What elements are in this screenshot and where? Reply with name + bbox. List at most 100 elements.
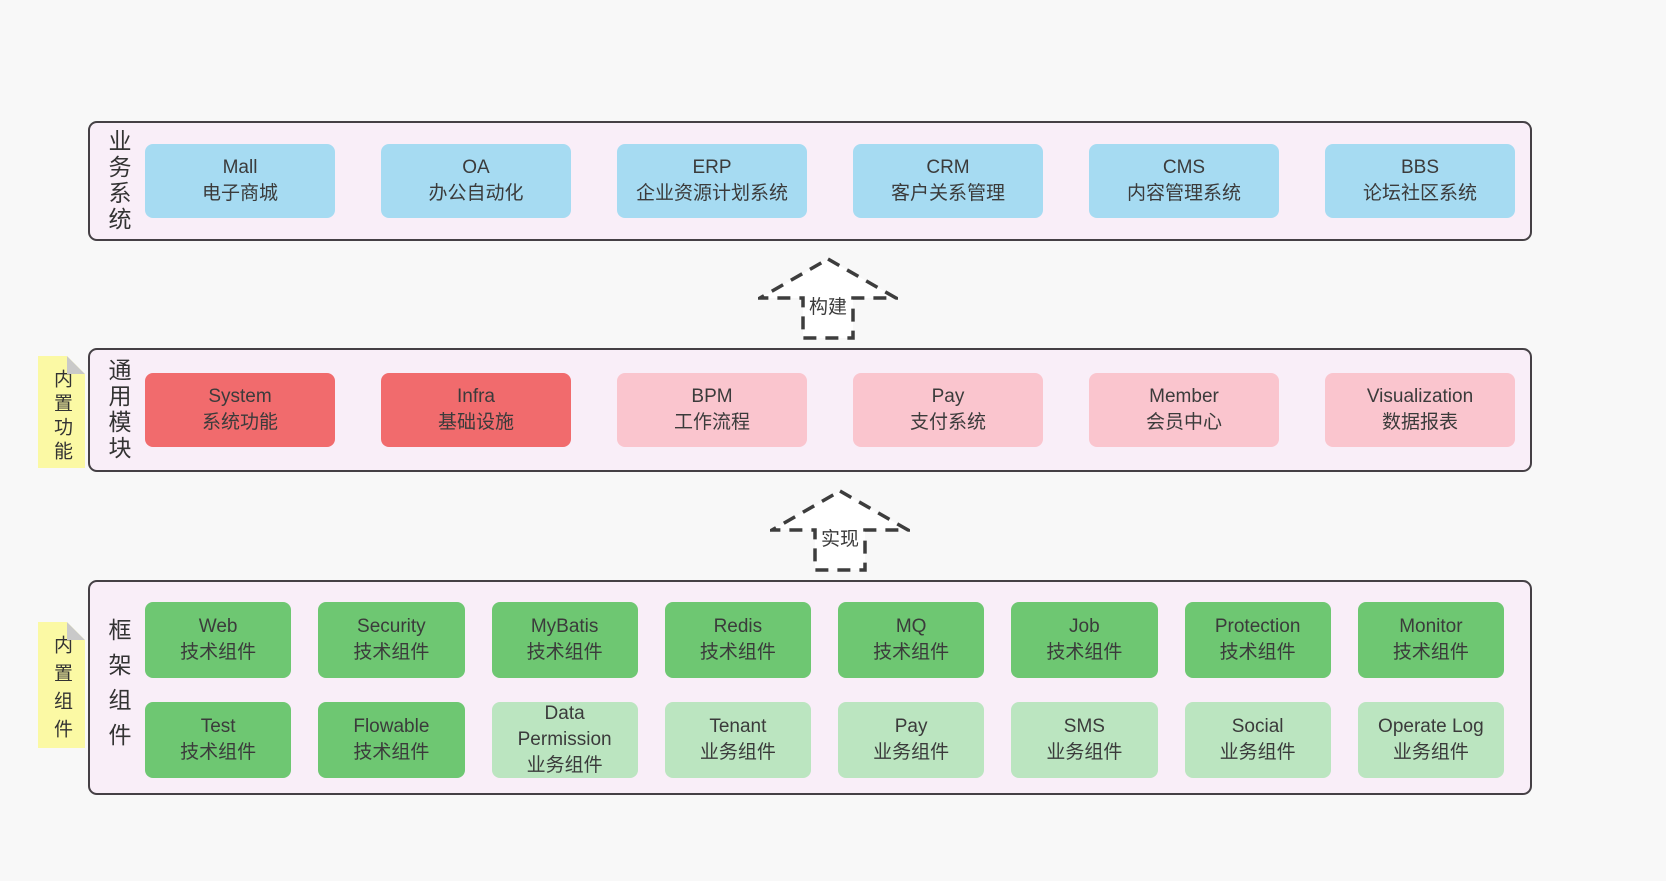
sticky-note-builtin-features: 内置功能 [38,356,85,468]
box-subtitle: 业务组件 [1046,742,1123,763]
box-subtitle: 企业资源计划系统 [635,183,788,204]
box-title: Pay [894,716,928,737]
box-subtitle: 技术组件 [1046,642,1123,663]
box-subtitle: 技术组件 [180,742,257,763]
box-subtitle: 支付系统 [909,412,986,433]
box-title: System [208,386,272,407]
box-subtitle: 会员中心 [1145,412,1222,433]
box-subtitle: 技术组件 [699,642,776,663]
note-fold-corner [67,622,85,640]
panel-business-systems: 业务系统 Mall 电子商城 OA 办公自动化 ERP 企业资源计划系统 CRM… [88,121,1532,241]
box-title: Tenant [709,716,767,737]
framework-row-1: Web 技术组件 Security 技术组件 MyBatis 技术组件 Redi… [90,602,1530,678]
box-subtitle: 工作流程 [673,412,750,433]
box-subtitle: 技术组件 [873,642,950,663]
box-mq: MQ 技术组件 [838,602,985,678]
box-erp: ERP 企业资源计划系统 [617,144,807,218]
box-job: Job 技术组件 [1011,602,1158,678]
box-subtitle: 系统功能 [201,412,278,433]
box-title: Test [200,716,236,737]
arrow-build-label: 构建 [805,292,851,319]
box-title: Monitor [1399,616,1463,637]
panel-business-systems-label: 业务系统 [105,129,131,233]
box-member: Member 会员中心 [1089,373,1279,447]
box-title: MQ [895,616,927,637]
box-title: Pay [931,386,965,407]
box-mybatis: MyBatis 技术组件 [491,602,638,678]
box-subtitle: 技术组件 [180,642,257,663]
note-fold-corner [67,356,85,374]
box-title: Data Permission [517,703,612,750]
box-mall: Mall 电子商城 [145,144,335,218]
box-test: Test 技术组件 [145,702,292,778]
box-tenant: Tenant 业务组件 [664,702,811,778]
box-title: CRM [926,157,970,178]
box-bpm: BPM 工作流程 [617,373,807,447]
box-title: Operate Log [1378,716,1484,737]
box-monitor: Monitor 技术组件 [1357,602,1504,678]
box-subtitle: 论坛社区系统 [1362,183,1477,204]
box-title: SMS [1063,716,1105,737]
box-title: BPM [691,386,733,407]
arrow-implement-label: 实现 [817,524,863,551]
box-flowable: Flowable 技术组件 [318,702,465,778]
box-subtitle: 业务组件 [699,742,776,763]
box-web: Web 技术组件 [145,602,292,678]
panel-framework-components: 框架组件 Web 技术组件 Security 技术组件 MyBatis 技术组件… [88,580,1532,795]
box-social: Social 业务组件 [1184,702,1331,778]
box-subtitle: 技术组件 [353,742,430,763]
panel-common-modules: 通用模块 System 系统功能 Infra 基础设施 BPM 工作流程 Pay… [88,348,1532,472]
box-subtitle: 技术组件 [1219,642,1296,663]
box-title: Web [198,616,238,637]
box-title: Redis [713,616,763,637]
box-title: Security [357,616,426,637]
box-subtitle: 基础设施 [437,412,514,433]
box-subtitle: 客户关系管理 [890,183,1005,204]
box-subtitle: 业务组件 [1392,742,1469,763]
box-title: CMS [1162,157,1206,178]
box-subtitle: 办公自动化 [428,183,524,204]
note-text: 内置功能 [51,369,72,465]
box-title: Job [1069,616,1100,637]
box-title: Social [1231,716,1284,737]
box-pay-system: Pay 支付系统 [853,373,1043,447]
box-title: BBS [1400,157,1440,178]
panel-common-modules-label: 通用模块 [105,358,131,462]
box-oa: OA 办公自动化 [381,144,571,218]
box-cms: CMS 内容管理系统 [1089,144,1279,218]
box-subtitle: 技术组件 [353,642,430,663]
box-subtitle: 业务组件 [526,755,603,776]
common-modules-row: System 系统功能 Infra 基础设施 BPM 工作流程 Pay 支付系统… [90,350,1530,470]
box-title: Infra [456,386,496,407]
box-subtitle: 电子商城 [201,183,278,204]
box-protection: Protection 技术组件 [1184,602,1331,678]
box-crm: CRM 客户关系管理 [853,144,1043,218]
box-title: Protection [1214,616,1301,637]
box-sms: SMS 业务组件 [1011,702,1158,778]
box-title: Visualization [1366,386,1474,407]
box-bbs: BBS 论坛社区系统 [1325,144,1515,218]
note-text: 内置组件 [51,635,72,747]
box-title: MyBatis [530,616,599,637]
box-subtitle: 技术组件 [526,642,603,663]
box-title: Member [1149,386,1219,407]
box-visualization: Visualization 数据报表 [1325,373,1515,447]
box-operate-log: Operate Log 业务组件 [1357,702,1504,778]
panel-framework-components-label: 框架组件 [105,617,131,758]
box-infra: Infra 基础设施 [381,373,571,447]
framework-row-2: Test 技术组件 Flowable 技术组件 Data Permission … [90,702,1530,778]
box-pay-component: Pay 业务组件 [838,702,985,778]
arrow-implement: 实现 [770,488,910,574]
arrow-build: 构建 [758,256,898,342]
box-title: Mall [222,157,258,178]
business-systems-row: Mall 电子商城 OA 办公自动化 ERP 企业资源计划系统 CRM 客户关系… [90,123,1530,239]
sticky-note-builtin-components: 内置组件 [38,622,85,748]
box-data-permission: Data Permission 业务组件 [491,702,638,778]
box-redis: Redis 技术组件 [664,602,811,678]
box-subtitle: 内容管理系统 [1126,183,1241,204]
framework-components-rows: Web 技术组件 Security 技术组件 MyBatis 技术组件 Redi… [90,582,1530,798]
box-title: ERP [692,157,732,178]
box-subtitle: 业务组件 [873,742,950,763]
box-subtitle: 数据报表 [1381,412,1458,433]
